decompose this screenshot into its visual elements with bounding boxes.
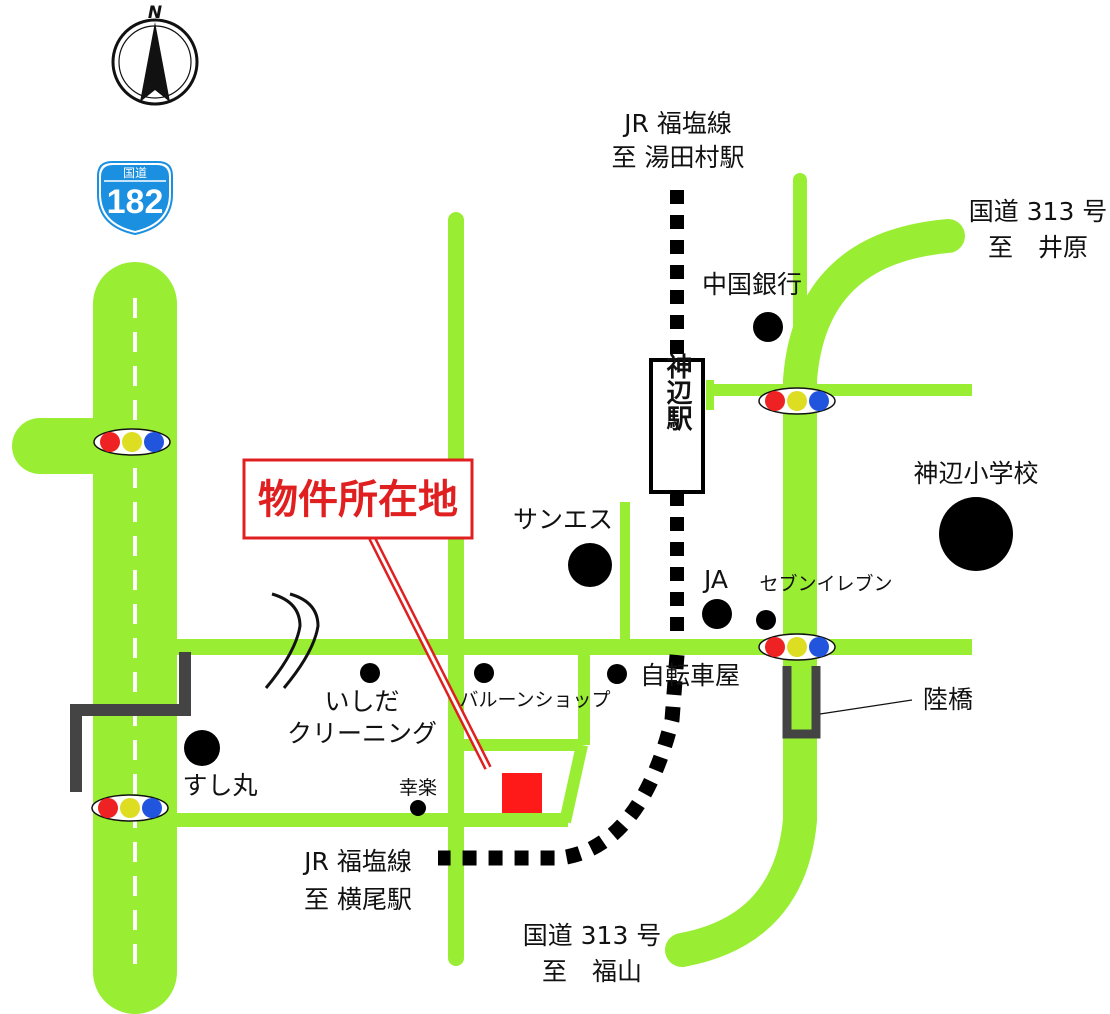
- route-shield-top-label: 国道: [123, 166, 147, 180]
- landmark-dots: [184, 312, 1013, 816]
- compass-north-label: N: [148, 3, 162, 23]
- station-label: 神辺駅: [662, 353, 692, 432]
- chugoku-bank-label: 中国銀行: [702, 270, 802, 299]
- traffic-signal-icon: [758, 387, 836, 415]
- seven-eleven-marker: [756, 610, 776, 630]
- bicycle-shop-marker: [607, 664, 627, 684]
- rail-south-direction-label: 至 横尾駅: [304, 885, 412, 914]
- overpass-west: [70, 652, 191, 792]
- jinbe-school-label: 神辺小学校: [913, 459, 1038, 488]
- highway-north-name-label: 国道 313 号: [969, 197, 1108, 226]
- property-marker: [502, 773, 542, 813]
- sanesu-marker: [568, 543, 612, 587]
- rail-south-line-label: JR 福塩線: [302, 847, 412, 876]
- national-route-shield-icon: [97, 161, 173, 236]
- ishida-label-line2: クリーニング: [287, 719, 437, 748]
- highway-south-name-label: 国道 313 号: [523, 921, 662, 950]
- balloon-shop-marker: [474, 663, 494, 683]
- ja-marker: [702, 599, 732, 629]
- map-labels: JR 福塩線 至 湯田村駅 国道 313 号 至 井原 中国銀行 神辺小学校 サ…: [182, 109, 1107, 986]
- traffic-signal-icon: [91, 794, 169, 822]
- railway: [438, 190, 685, 866]
- route-shield-number: 182: [107, 183, 164, 221]
- compass-north-arrow-icon: [111, 18, 199, 106]
- property-label: 物件所在地: [258, 477, 458, 523]
- river-icon: [264, 592, 320, 689]
- kouraku-label: 幸楽: [399, 777, 437, 799]
- roads: [12, 173, 972, 1014]
- ja-label: JA: [702, 565, 728, 594]
- highway-north-direction-label: 至 井原: [988, 233, 1088, 262]
- kouraku-marker: [410, 800, 426, 816]
- route-182-west-branch: [12, 418, 130, 474]
- bicycle-shop-label: 自転車屋: [640, 661, 740, 690]
- rail-north-line-label: JR 福塩線: [622, 109, 732, 138]
- jinbe-school-marker: [939, 497, 1013, 571]
- seven-eleven-label: セブンイレブン: [759, 572, 892, 595]
- ishida-label-line1: いしだ: [324, 687, 399, 716]
- chugoku-bank-marker: [753, 312, 783, 342]
- traffic-signal-icon: [758, 633, 836, 661]
- station-building: [649, 358, 705, 494]
- overpass-leader-line: [819, 699, 913, 715]
- ishida-marker: [360, 663, 380, 683]
- sushimaru-marker: [184, 730, 220, 766]
- route-313-south: [665, 638, 817, 967]
- sushimaru-label: すし丸: [182, 771, 257, 800]
- overpass-east: [782, 666, 821, 739]
- highway-south-direction-label: 至 福山: [542, 957, 642, 986]
- property-label-box: [242, 458, 474, 540]
- property-leader-line-inner: [370, 537, 490, 769]
- rail-line-south: [438, 654, 685, 866]
- traffic-signal-icon: [93, 428, 171, 456]
- block-street-diagonal: [559, 743, 588, 824]
- sanesu-label: サンエス: [513, 505, 613, 534]
- rail-north-direction-label: 至 湯田村駅: [612, 143, 745, 172]
- overpass-label: 陸橋: [923, 685, 973, 714]
- balloon-shop-label: バルーンショップ: [459, 689, 610, 711]
